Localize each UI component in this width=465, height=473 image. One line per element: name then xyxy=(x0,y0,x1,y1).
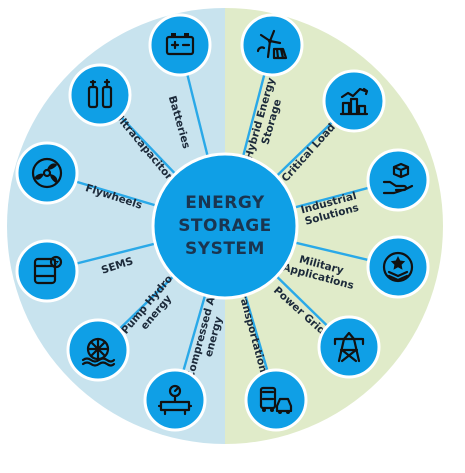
node-circle-power-grid xyxy=(317,315,381,379)
center-hub: ENERGY STORAGE SYSTEM xyxy=(151,152,299,300)
left-half-background xyxy=(7,8,225,444)
water-wheel-icon xyxy=(81,337,116,367)
factory-chart-icon xyxy=(339,87,369,116)
node-circle-ultracapacitors xyxy=(68,63,132,127)
node-industrial-solutions xyxy=(366,148,430,212)
node-circle-industrial-solutions xyxy=(366,148,430,212)
center-title-line2: STORAGE xyxy=(178,216,272,236)
node-circle-batteries xyxy=(148,13,212,77)
compressed-air-icon xyxy=(157,384,193,416)
supercapacitor-icon xyxy=(33,255,63,285)
node-circle-sems xyxy=(15,239,79,303)
node-batteries xyxy=(148,13,212,77)
center-circle xyxy=(151,152,299,300)
center-title-line3: SYSTEM xyxy=(185,239,265,259)
center-title-line1: ENERGY xyxy=(185,193,265,213)
battery-icon xyxy=(165,33,195,56)
node-hybrid-energy-storage xyxy=(240,13,304,77)
node-flywheels xyxy=(15,141,79,205)
node-transportation xyxy=(244,368,308,432)
node-power-grid xyxy=(317,315,381,379)
capacitor-icon xyxy=(87,78,113,109)
military-badge-icon xyxy=(382,251,414,283)
hand-cube-icon xyxy=(382,162,414,195)
node-critical-loads xyxy=(322,69,386,133)
node-sems xyxy=(15,239,79,303)
icon-nodes-group xyxy=(15,13,430,432)
power-tower-icon xyxy=(333,331,365,363)
right-half-background xyxy=(225,8,443,444)
node-circle-hybrid-energy-storage xyxy=(240,13,304,77)
node-compressed-air-energy xyxy=(143,368,207,432)
node-circle-critical-loads xyxy=(322,69,386,133)
node-ultracapacitors xyxy=(68,63,132,127)
wind-solar-icon xyxy=(256,29,288,60)
node-circle-flywheels xyxy=(15,141,79,205)
node-military-applications xyxy=(366,235,430,299)
flywheel-icon xyxy=(31,157,63,189)
node-pump-hydro-energy xyxy=(66,318,130,382)
bus-car-icon xyxy=(259,386,293,414)
